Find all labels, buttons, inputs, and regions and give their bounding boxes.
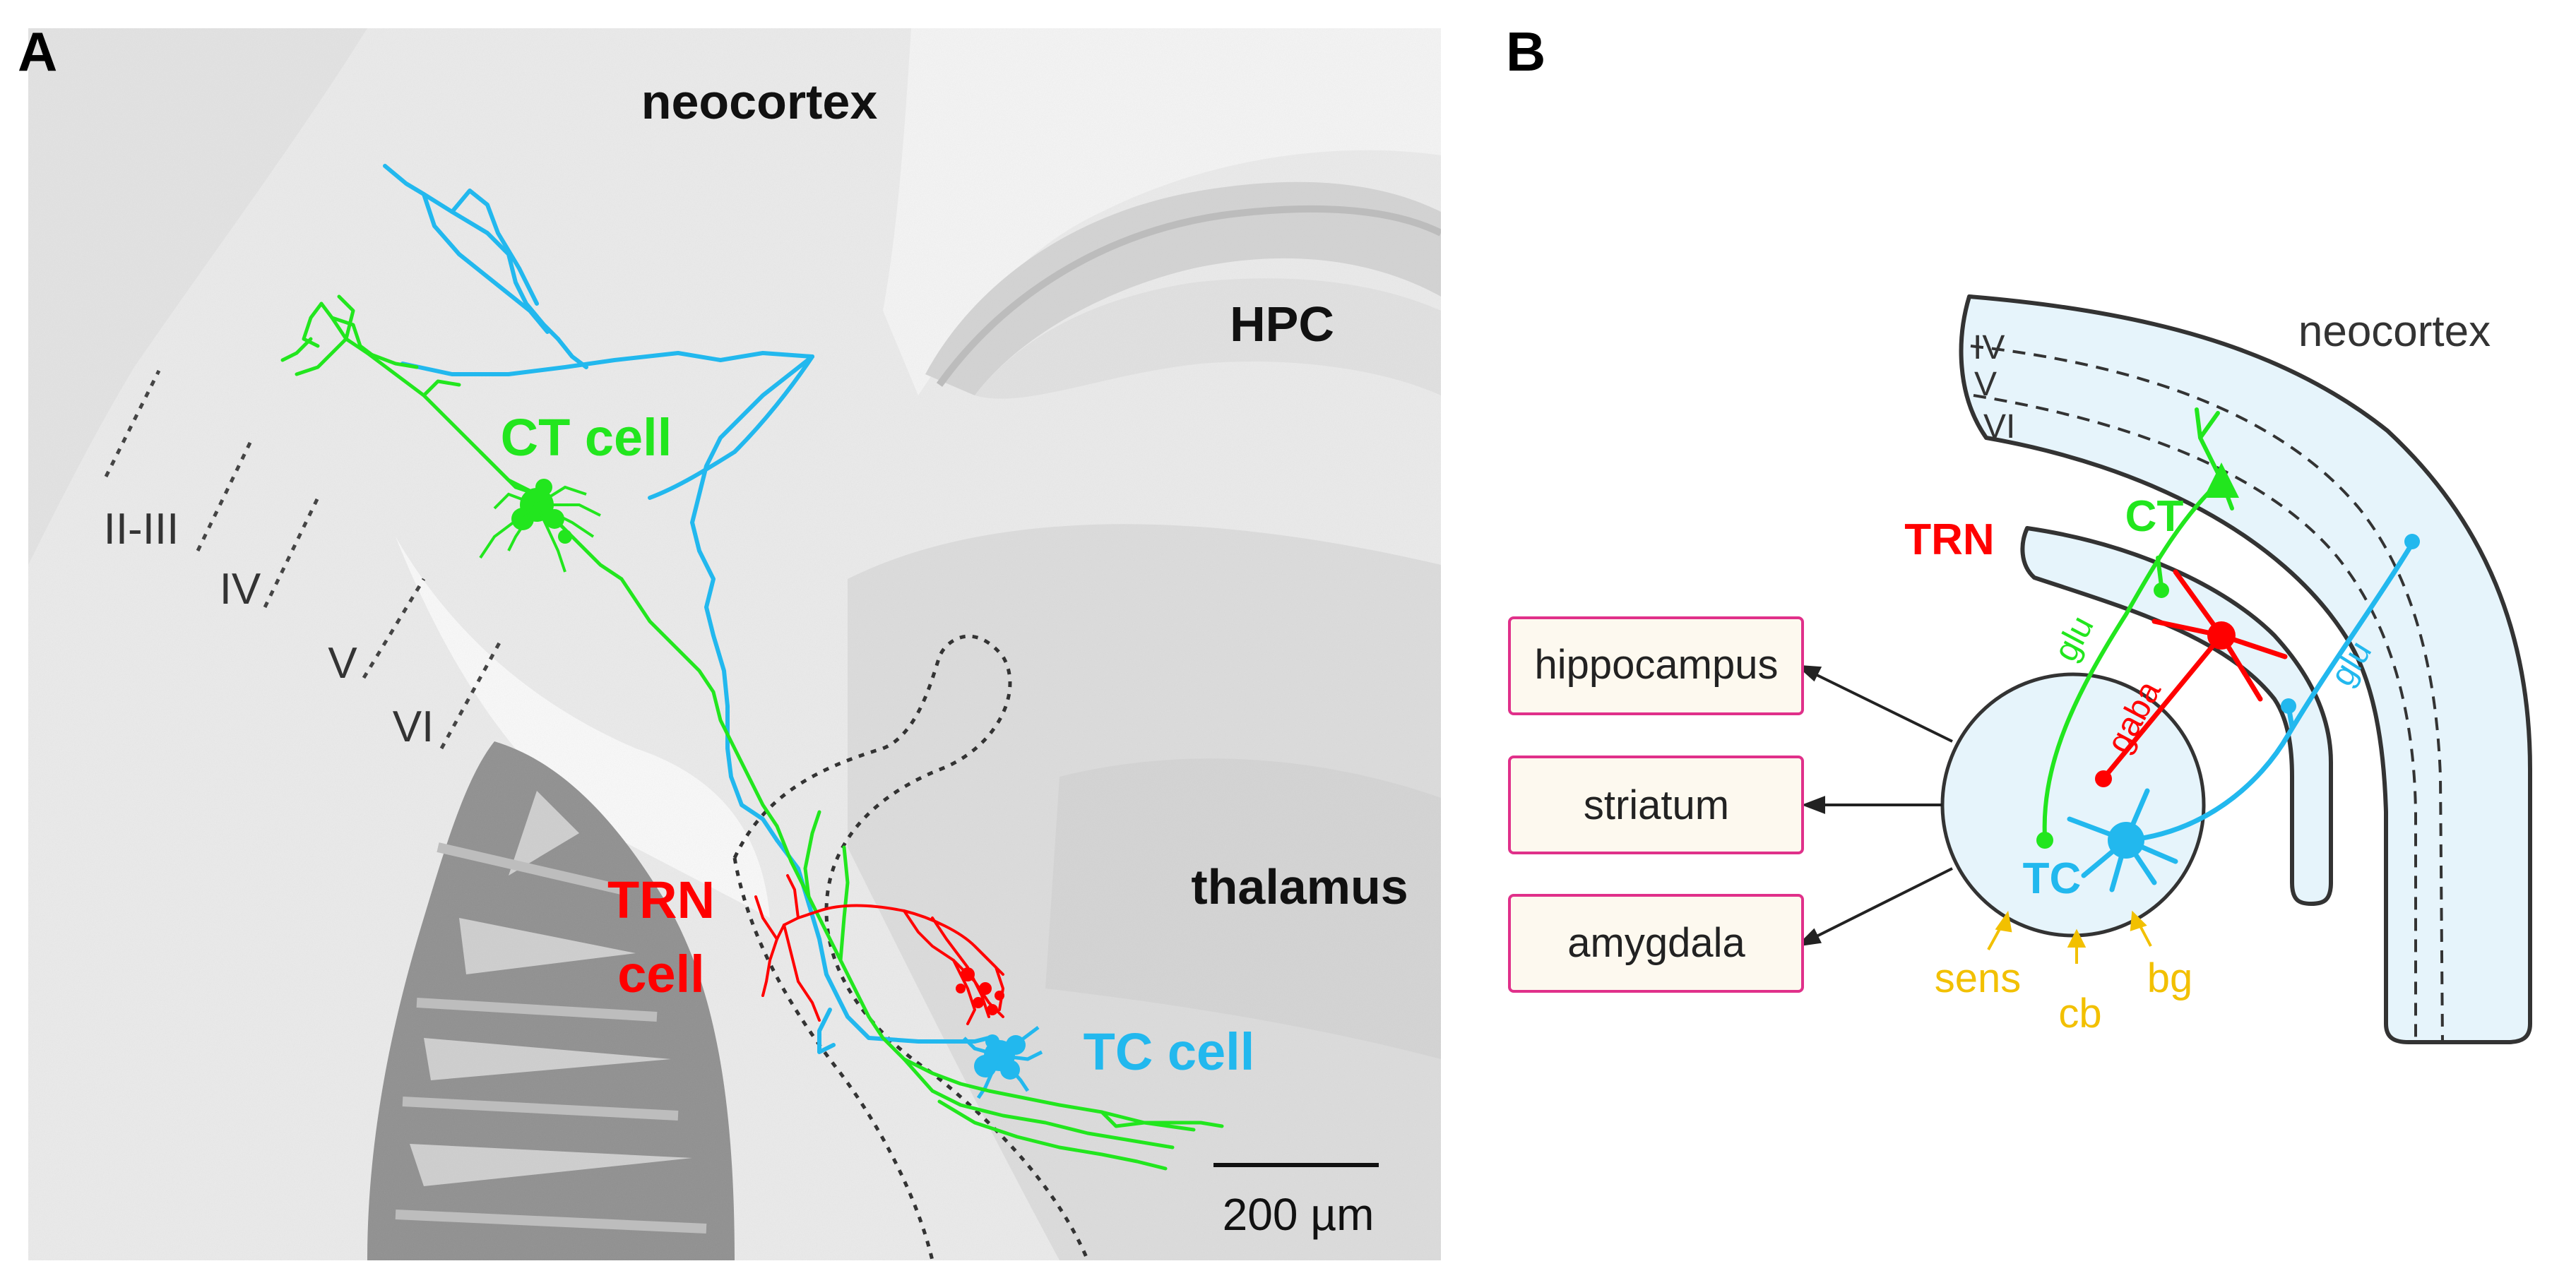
input-sens-label: sens <box>1935 955 2022 1001</box>
layer-label-vi: VI <box>393 703 434 751</box>
tc-soma-schematic <box>2108 822 2144 859</box>
tc-dendrites <box>963 1026 1043 1099</box>
target-amygdala-label: amygdala <box>1567 920 1745 966</box>
ct-basal-dendrites <box>479 485 601 573</box>
layer-boundary-iv-v <box>1970 345 2444 1043</box>
hpc-label: HPC <box>1230 297 1334 352</box>
target-striatum-label: striatum <box>1584 782 1729 828</box>
layer-label-v: V <box>328 639 357 688</box>
trn-terminal-cluster <box>956 967 1004 1015</box>
input-arrows <box>1987 910 2152 964</box>
trn-band <box>2020 526 2333 906</box>
thalamus-label: thalamus <box>1191 859 1408 914</box>
glu-left-label: glu <box>2047 610 2101 667</box>
ct-cell-trace <box>280 294 1224 1171</box>
target-striatum: striatum <box>1508 756 1804 854</box>
panel-a: A neocortex HPC thalamus II-III IV V VI … <box>18 20 1441 1261</box>
ct-cell-label: CT cell <box>501 408 672 467</box>
trn-outline-outer <box>732 857 934 1261</box>
panel-b: B neocortex IV V VI hippocampus <box>1506 20 2532 1044</box>
target-hippocampus-label: hippocampus <box>1535 642 1779 688</box>
target-amygdala: amygdala <box>1508 894 1804 993</box>
trn-soma-schematic <box>2207 621 2236 650</box>
trn-outline <box>732 634 1090 1261</box>
layer-label-iv: IV <box>220 565 261 614</box>
ct-terminal <box>2036 832 2053 849</box>
ct-trn-terminal <box>2154 583 2169 598</box>
neocortex-label: neocortex <box>641 74 878 129</box>
layer-boundaries <box>104 369 504 750</box>
input-bg-label: bg <box>2147 955 2193 1001</box>
panel-a-letter: A <box>18 20 57 83</box>
layer-label-ii-iii: II-III <box>104 505 179 554</box>
trn-cell-trace <box>754 874 1004 1025</box>
ct-soma-schematic <box>2204 462 2239 498</box>
scale-bar-label: 200 µm <box>1223 1189 1375 1240</box>
layer-b-iv: IV <box>1973 329 2005 366</box>
trn-cell-label-line2: cell <box>617 945 704 1003</box>
ct-b-label: CT <box>2125 492 2184 541</box>
tc-soma <box>974 1034 1026 1080</box>
input-cb-label: cb <box>2058 991 2101 1037</box>
trn-cell-label-line1: TRN <box>607 871 715 929</box>
tc-neuron-schematic <box>2067 541 2415 892</box>
layer-b-vi: VI <box>1983 408 2015 446</box>
neocortex-b-label: neocortex <box>2298 307 2491 356</box>
panel-b-letter: B <box>1506 20 1545 83</box>
tc-trn-terminal <box>2281 698 2296 714</box>
tc-cortex-terminal <box>2404 534 2420 549</box>
neocortex-band <box>1959 294 2532 1044</box>
trn-b-label: TRN <box>1904 515 1994 564</box>
tc-cell-label: TC cell <box>1084 1022 1255 1081</box>
micrograph <box>28 28 1441 1260</box>
tc-b-label: TC <box>2023 854 2082 903</box>
output-arrows <box>1796 664 1953 947</box>
target-hippocampus: hippocampus <box>1508 616 1804 715</box>
layer-b-v: V <box>1974 366 1997 403</box>
trn-terminal <box>2095 770 2112 787</box>
